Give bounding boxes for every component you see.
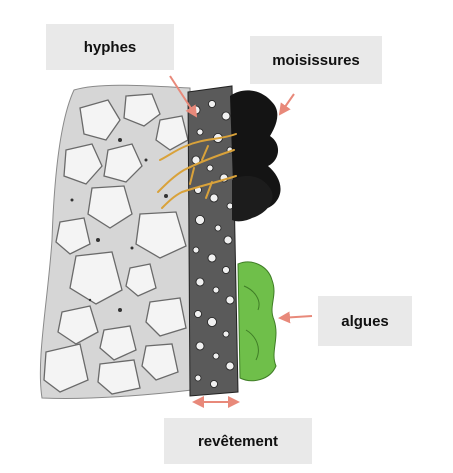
label-hyphes: hyphes [46,24,174,70]
arrow-moisissures [280,94,294,114]
label-moisissures: moisissures [250,36,382,84]
algae [238,262,276,381]
mold-growth [230,90,281,221]
label-algues: algues [318,296,412,346]
arrow-algues [280,316,312,318]
render-layer [188,86,238,396]
stone-substrate [40,85,192,398]
label-revetement: revêtement [164,418,312,464]
